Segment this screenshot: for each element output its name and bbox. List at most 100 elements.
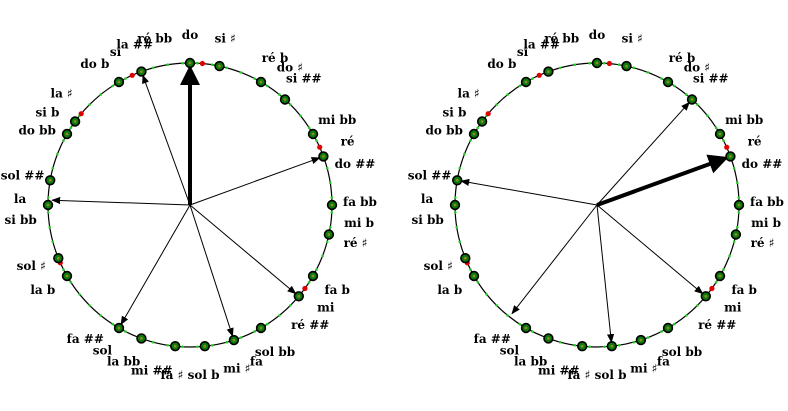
green-tick	[531, 330, 534, 333]
green-tick	[722, 268, 725, 271]
green-tick	[278, 314, 281, 317]
note-label: la ♯	[51, 87, 73, 101]
note-marker	[53, 253, 64, 264]
note-label: si	[110, 45, 122, 59]
note-marker	[113, 76, 125, 88]
thin-arrow	[596, 204, 615, 344]
thin-arrow	[460, 178, 598, 206]
green-tick	[330, 211, 334, 214]
note-label: mi ♯	[223, 361, 250, 375]
green-tick	[573, 344, 577, 347]
green-tick	[646, 71, 650, 74]
green-tick	[685, 314, 688, 317]
green-tick	[603, 345, 606, 349]
red-marker	[724, 144, 730, 150]
note-label: ré b	[669, 51, 696, 65]
note-label: la b	[30, 283, 55, 297]
note-marker	[468, 128, 480, 140]
green-tick	[660, 330, 663, 333]
green-tick	[732, 166, 736, 170]
note-label: mi ##	[131, 364, 173, 378]
note-label: ré ##	[291, 318, 329, 332]
note-label: ré bb	[544, 32, 579, 46]
note-marker	[606, 341, 617, 352]
note-label: ré ♯	[751, 236, 775, 250]
note-marker	[184, 57, 196, 69]
note-marker	[255, 76, 267, 88]
green-tick	[732, 240, 736, 244]
note-marker	[452, 175, 463, 186]
green-tick	[660, 77, 663, 80]
note-label: fa b	[324, 283, 350, 297]
note-label: do ♯	[684, 61, 710, 75]
green-tick	[88, 304, 91, 307]
green-tick	[266, 84, 269, 88]
green-tick	[476, 126, 480, 129]
note-marker	[228, 334, 240, 346]
green-tick	[714, 281, 718, 284]
note-label: sol ##	[1, 169, 45, 183]
green-tick	[325, 166, 329, 170]
note-marker	[61, 128, 73, 140]
green-tick	[48, 225, 51, 229]
red-marker	[606, 60, 613, 67]
green-tick	[603, 61, 606, 65]
red-marker	[78, 111, 84, 117]
note-marker	[468, 270, 480, 282]
green-tick	[518, 84, 521, 88]
note-label: do b	[487, 57, 516, 71]
note-label: ré ##	[698, 318, 736, 332]
green-tick	[210, 344, 214, 347]
thick-arrow	[596, 154, 729, 207]
green-tick	[321, 254, 324, 258]
green-tick	[722, 139, 725, 142]
note-marker	[730, 229, 742, 240]
green-tick	[225, 340, 229, 344]
green-tick	[253, 77, 256, 80]
note-label: mi	[724, 300, 742, 314]
green-tick	[330, 196, 334, 199]
note-label: fa	[250, 355, 263, 369]
green-tick	[289, 103, 292, 106]
green-tick	[588, 345, 591, 349]
note-label: mi b	[344, 216, 374, 230]
green-tick	[558, 340, 562, 344]
note-label: la bb	[514, 355, 547, 369]
note-label: si	[517, 45, 529, 59]
note-label: fa b	[731, 283, 757, 297]
note-label: mi	[317, 300, 335, 314]
note-marker	[662, 322, 674, 334]
green-tick	[253, 330, 256, 333]
note-label: mi ♯	[630, 361, 657, 375]
note-label: la	[14, 192, 27, 206]
green-tick	[573, 63, 577, 66]
green-tick	[181, 61, 184, 65]
note-label: do ##	[335, 157, 376, 171]
note-label: sol bb	[255, 345, 295, 359]
note-marker	[214, 60, 225, 72]
thin-arrow	[189, 204, 234, 338]
note-label: mi ##	[538, 364, 580, 378]
note-label: si ##	[693, 72, 729, 86]
note-label: si b	[35, 105, 59, 119]
green-tick	[315, 268, 318, 271]
thin-arrow	[120, 204, 191, 326]
red-marker	[317, 144, 323, 150]
green-tick	[51, 240, 55, 244]
green-tick	[56, 152, 59, 156]
green-tick	[111, 84, 114, 88]
note-marker	[476, 116, 488, 127]
green-tick	[736, 181, 739, 185]
green-tick	[166, 63, 170, 66]
green-tick	[46, 211, 50, 214]
note-label: si ##	[286, 72, 322, 86]
green-tick	[495, 103, 498, 106]
note-marker	[307, 270, 319, 282]
note-marker	[42, 199, 54, 211]
green-tick	[673, 322, 676, 326]
note-label: si ♯	[622, 32, 643, 46]
green-tick	[617, 63, 621, 66]
red-marker	[485, 111, 491, 117]
green-tick	[307, 126, 311, 129]
